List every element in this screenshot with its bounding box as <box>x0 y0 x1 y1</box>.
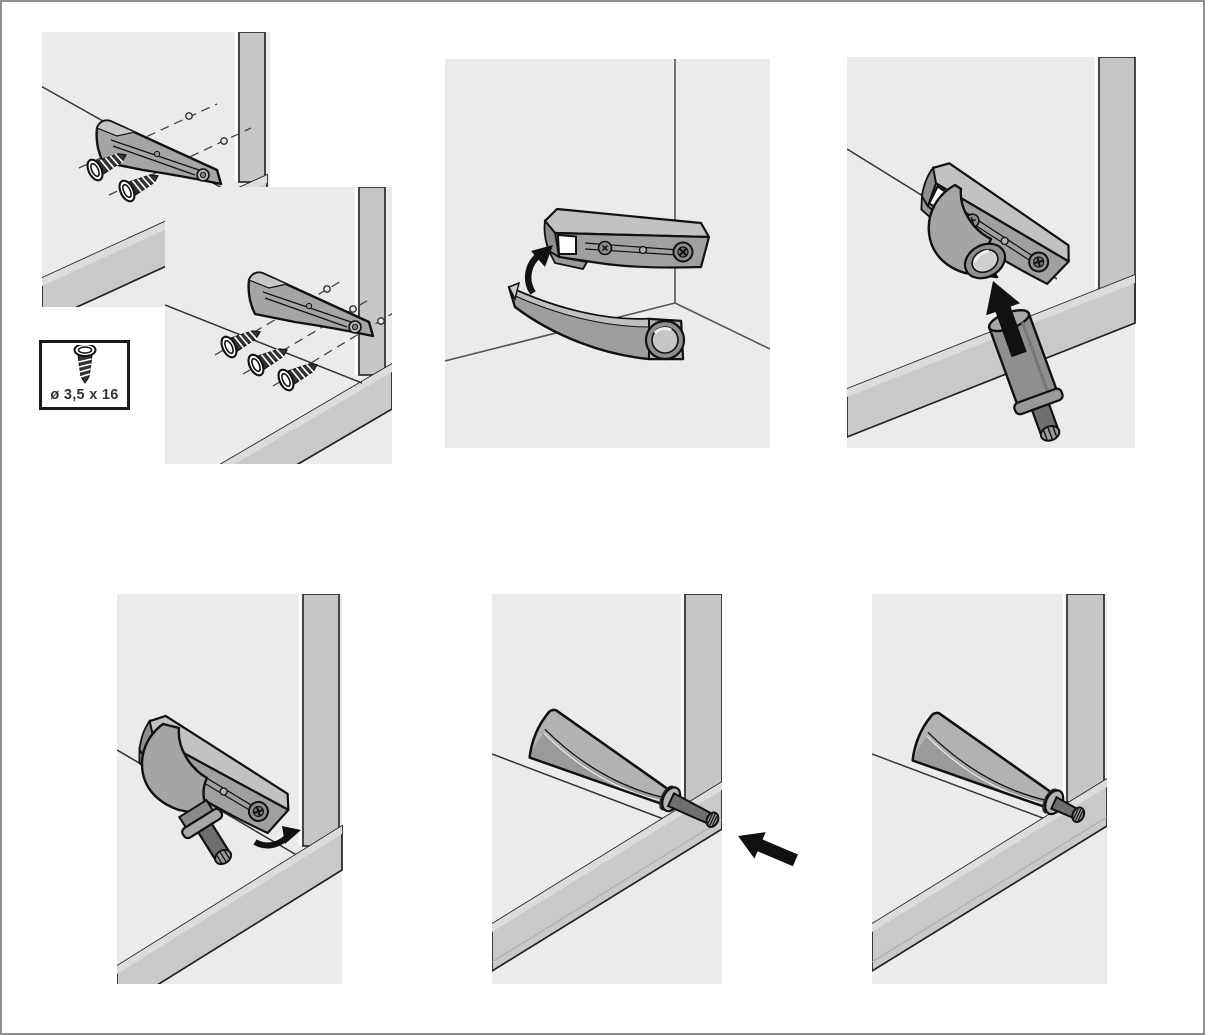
step-5-panel <box>492 594 822 984</box>
pilot-hole-marker <box>185 112 193 120</box>
panel-corner-line <box>492 753 683 827</box>
cabinet-view-b <box>165 187 392 464</box>
cabinet-bottom-edge <box>872 778 1107 972</box>
housing <box>927 183 1007 280</box>
cabinet-edge-strip <box>1066 594 1105 803</box>
panel-corner-line <box>872 753 1065 827</box>
housing <box>524 705 720 828</box>
cabinet-edge-strip <box>684 594 722 803</box>
pilot-hole-marker <box>349 305 357 313</box>
step-4-illustration <box>117 594 343 984</box>
step-4-panel <box>117 594 345 984</box>
cabinet-edge-strip <box>238 32 266 183</box>
step-6-panel <box>872 594 1112 984</box>
countersunk-screw-icon <box>73 345 96 384</box>
step-2-panel <box>445 59 770 448</box>
trigger-pin <box>177 798 233 866</box>
screw-size-box: ø 3,5 x 16 <box>39 340 130 410</box>
step-1-panel <box>39 30 394 470</box>
pin-bore-hole <box>963 242 1007 280</box>
step-3-panel <box>847 57 1139 448</box>
step-5-illustration <box>492 594 802 984</box>
housing <box>907 708 1086 825</box>
panel-corner-line <box>165 304 363 384</box>
step-2-illustration <box>445 59 770 448</box>
rotate-arrow-icon <box>253 826 301 849</box>
cabinet-bottom-edge <box>492 781 722 972</box>
press-arrow-icon <box>732 822 802 874</box>
screw-size-label: ø 3,5 x 16 <box>50 387 119 403</box>
cabinet-edge-strip <box>358 187 386 376</box>
pilot-hole-marker <box>377 317 385 325</box>
pilot-hole-marker <box>323 285 331 293</box>
pilot-hole-marker <box>220 137 228 145</box>
step-6-illustration <box>872 594 1107 984</box>
housing <box>507 281 686 361</box>
step-3-illustration <box>847 57 1136 448</box>
clip-arrow-icon <box>524 245 553 295</box>
cabinet-edge-strip <box>302 594 340 847</box>
step-1-illustration <box>42 32 392 464</box>
